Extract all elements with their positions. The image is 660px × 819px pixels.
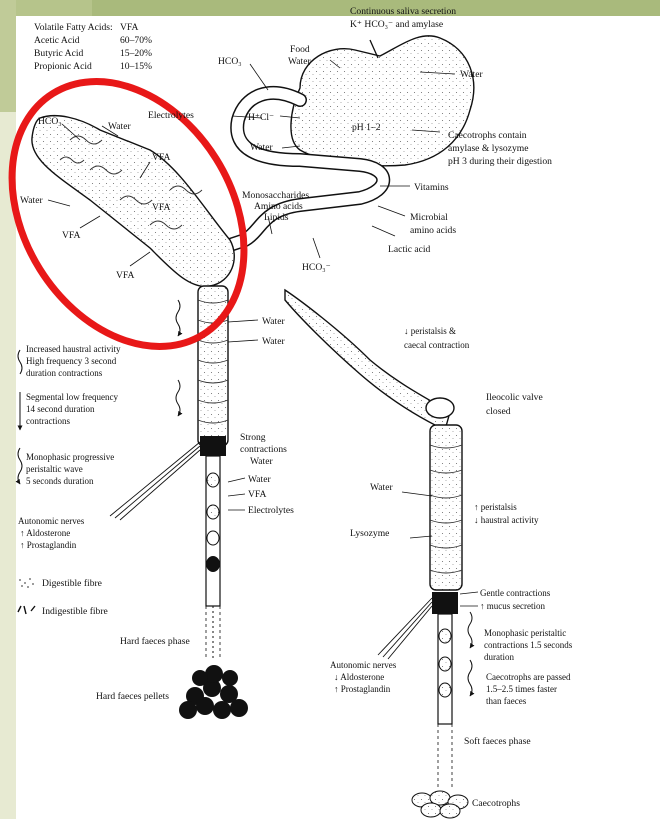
stomach-electrolytes-label: Electrolytes: [148, 110, 194, 121]
saliva-label-2: K⁺ HCO₃⁻ and amylase: [350, 19, 443, 30]
left-water-label-2: Water: [262, 336, 285, 347]
indigestible-fibre-swatch: [18, 606, 35, 614]
right-peri-label-1: ↓ peristalsis &: [404, 326, 456, 336]
ph-label: pH 1–2: [352, 122, 381, 133]
stomach-water-in-label: Water: [250, 142, 273, 153]
nerve-lines-right: [378, 598, 432, 659]
right-water-label: Water: [370, 482, 393, 493]
left-water-label-3: Water: [250, 456, 273, 467]
caecotrophs-cluster: [412, 791, 468, 818]
haustral-label-3: duration contractions: [26, 368, 103, 378]
caecum-vfa-label-2: VFA: [152, 202, 171, 213]
right-mono-label-3: duration: [484, 652, 514, 662]
left-vfa-label: VFA: [248, 489, 267, 500]
caeco-info-3: pH 3 during their digestion: [448, 156, 552, 167]
hard-faeces-phase-label: Hard faeces phase: [120, 636, 190, 647]
right-mono-label-2: contractions 1.5 seconds: [484, 640, 573, 650]
legend-propionic-range: 10–15%: [120, 61, 152, 72]
right-mono-label-1: Monophasic peristaltic: [484, 628, 566, 638]
indigestible-fibre-label: Indigestible fibre: [42, 606, 108, 617]
soft-faeces-phase-label: Soft faeces phase: [464, 736, 531, 747]
segmental-label-3: contractions: [26, 416, 70, 426]
digestible-fibre-swatch: [19, 578, 34, 588]
stomach-hco3-label: HCO₃: [218, 56, 242, 67]
monophasic-label-2: peristaltic wave: [26, 464, 83, 474]
gentle-label-2: ↑ mucus secretion: [480, 601, 545, 611]
right-colon: [430, 425, 462, 590]
caeco-pass-label-3: than faeces: [486, 696, 527, 706]
stomach-water-label: Water: [460, 69, 483, 80]
left-colon: [198, 286, 228, 446]
caecum-vfa-label-4: VFA: [116, 270, 135, 281]
right-peri-label-2: caecal contraction: [404, 340, 470, 350]
right-pellets-in-tube: [439, 629, 451, 697]
side-wave-markers: [18, 350, 22, 484]
gentle-label-1: Gentle contractions: [480, 588, 551, 598]
legend-butyric-range: 15–20%: [120, 48, 152, 59]
caeco-pass-label-1: Caecotrophs are passed: [486, 672, 571, 682]
stomach-shape: [291, 36, 474, 166]
caeco-pass-label-2: 1.5–2.5 times faster: [486, 684, 557, 694]
microbial-label-1: Microbial: [410, 212, 448, 223]
caecum-hco3-label: HCO₃: [38, 116, 62, 127]
lipids-label: Lipids: [264, 212, 289, 223]
mono-label: Monosaccharides: [242, 190, 309, 201]
ileocolic-label-1: Ileocolic valve: [486, 392, 543, 403]
monophasic-label-1: Monophasic progressive: [26, 452, 114, 462]
si-hco3-label: HCO₃⁻: [302, 262, 331, 273]
caecum-vfa-label-3: VFA: [62, 230, 81, 241]
left-aldosterone-label: ↑ Aldosterone: [20, 528, 70, 538]
legend-butyric: Butyric Acid: [34, 48, 83, 59]
caecum-vfa-label-1: VFA: [152, 152, 171, 163]
right-aldosterone-label: ↓ Aldosterone: [334, 672, 384, 682]
saliva-label-1: Continuous saliva secretion: [350, 6, 456, 17]
legend-heading: Volatile Fatty Acids:: [34, 22, 113, 33]
vitamins-label: Vitamins: [414, 182, 449, 193]
left-prostaglandin-label: ↑ Prostaglandin: [20, 540, 77, 550]
caecotrophs-label: Caecotrophs: [472, 798, 520, 809]
right-prostaglandin-label: ↑ Prostaglandin: [334, 684, 391, 694]
nerve-lines-left: [110, 442, 200, 520]
haustral-label-1: Increased haustral activity: [26, 344, 121, 354]
microbial-label-2: amino acids: [410, 225, 456, 236]
segmental-label-1: Segmental low frequency: [26, 392, 118, 402]
segmental-label-2: 14 second duration: [26, 404, 95, 414]
legend-heading-value: VFA: [120, 22, 139, 33]
legend-propionic: Propionic Acid: [34, 61, 92, 72]
right-contraction-band: [432, 592, 458, 614]
left-electrolytes-label: Electrolytes: [248, 505, 294, 516]
ileocolic-valve: [426, 398, 454, 418]
lysozyme-label: Lysozyme: [350, 528, 389, 539]
amino-label: Amino acids: [254, 201, 303, 212]
food-label: Food: [290, 44, 310, 55]
right-peri-label-4: ↓ haustral activity: [474, 515, 539, 525]
lactic-label: Lactic acid: [388, 244, 431, 255]
left-contraction-band: [200, 436, 226, 456]
caecum-water-label-2: Water: [20, 195, 43, 206]
ileocolic-label-2: closed: [486, 406, 511, 417]
food-water-label: Water: [288, 56, 311, 67]
hcl-label: H⁺Cl⁻: [248, 112, 274, 123]
caecum-water-label-1: Water: [108, 121, 131, 132]
right-peri-label-3: ↑ peristalsis: [474, 502, 517, 512]
left-water-label-4: Water: [248, 474, 271, 485]
right-colon-upper: [285, 290, 450, 430]
monophasic-label-3: 5 seconds duration: [26, 476, 94, 486]
left-autonomic-label: Autonomic nerves: [18, 516, 85, 526]
legend-acetic-range: 60–70%: [120, 35, 152, 46]
hard-faeces-pellets-label: Hard faeces pellets: [96, 691, 169, 702]
digestible-fibre-label: Digestible fibre: [42, 578, 102, 589]
legend-acetic: Acetic Acid: [34, 35, 80, 46]
haustral-label-2: High frequency 3 second: [26, 356, 117, 366]
caeco-info-2: amylase & lysozyme: [448, 143, 528, 154]
caeco-info-1: Caecotrophs contain: [448, 130, 527, 141]
strong-label-2: contractions: [240, 444, 287, 455]
hard-faeces-pellets: [179, 665, 248, 719]
strong-label-1: Strong: [240, 432, 266, 443]
right-autonomic-label: Autonomic nerves: [330, 660, 397, 670]
left-water-label-1: Water: [262, 316, 285, 327]
